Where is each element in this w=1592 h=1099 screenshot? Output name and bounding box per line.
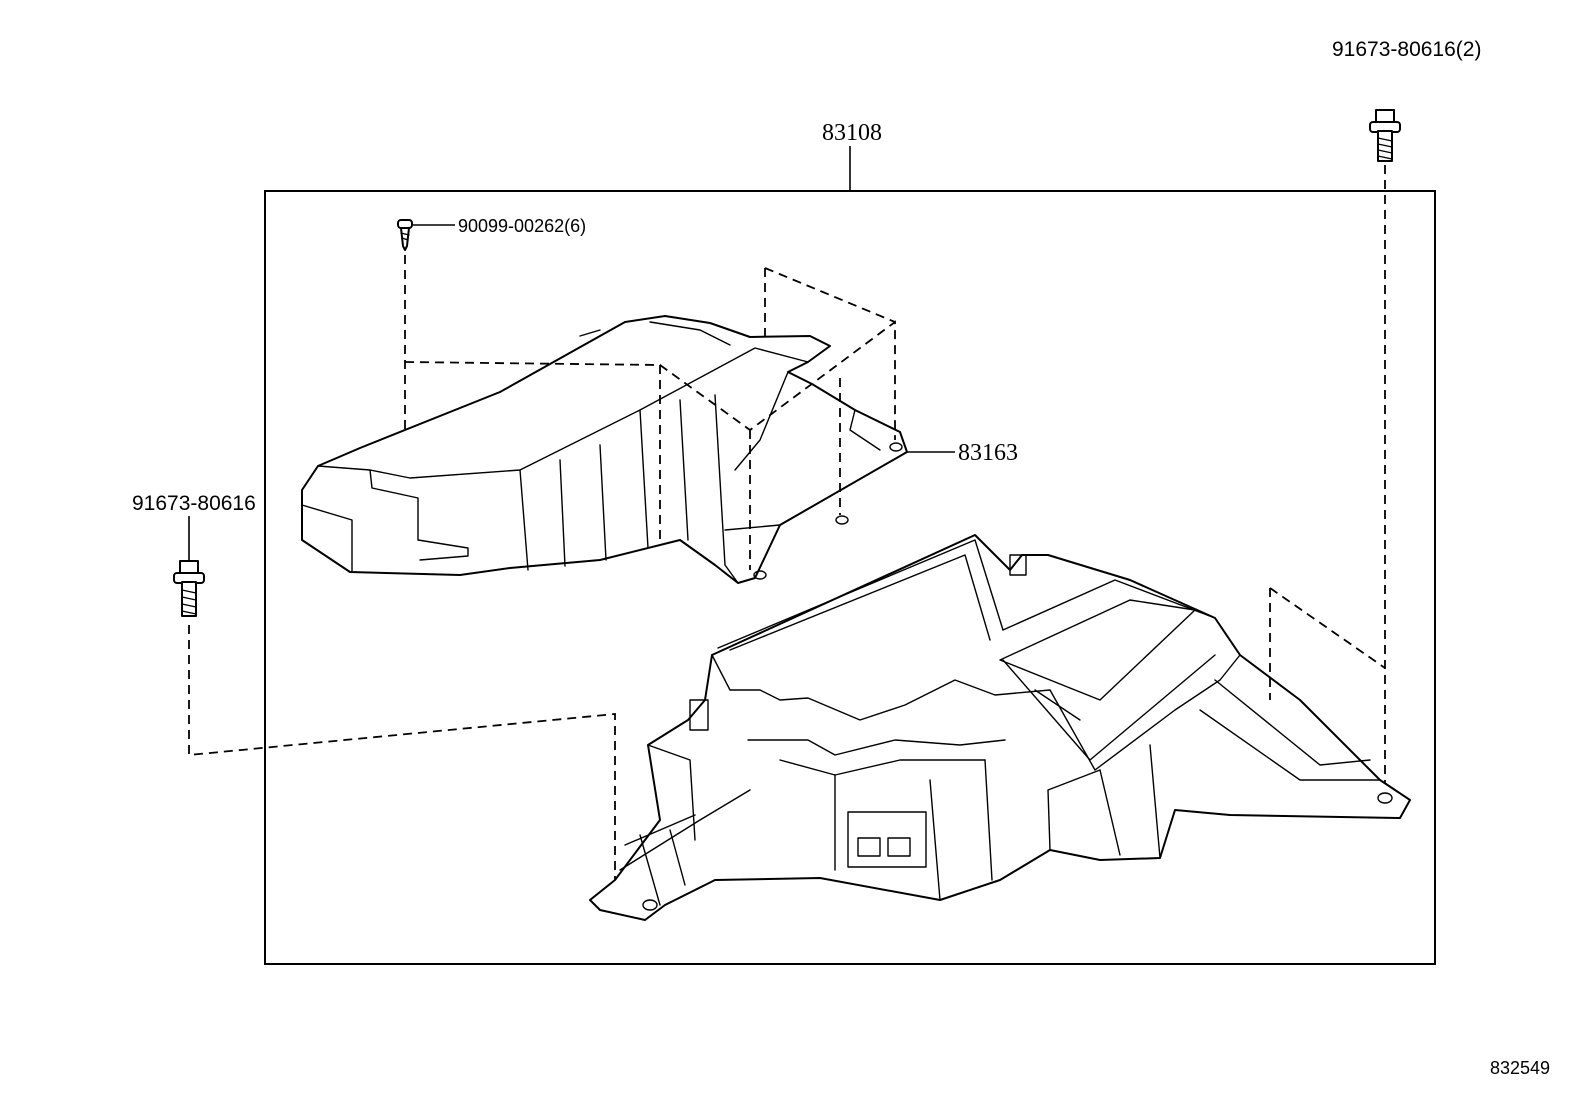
cover-illustration <box>301 315 908 584</box>
assembly-label: 83108 <box>822 120 882 146</box>
bolt-top-right-icon <box>1369 109 1401 162</box>
box-guide-right-top <box>1269 587 1386 669</box>
screw-label: 90099-00262(6) <box>458 216 586 236</box>
bolt-top-right-label: 91673-80616(2) <box>1332 38 1481 61</box>
bolt-left-icon <box>173 560 205 617</box>
bolt-left-guide <box>188 625 616 895</box>
box-illustration <box>589 534 1411 921</box>
cover-label: 83163 <box>958 440 1018 466</box>
cover-guide-top <box>764 267 896 323</box>
illustration-code: 832549 <box>1490 1058 1550 1078</box>
screw-icon <box>397 219 413 251</box>
cover-guide-mid <box>659 320 896 440</box>
bolt-left-label: 91673-80616 <box>132 492 256 515</box>
